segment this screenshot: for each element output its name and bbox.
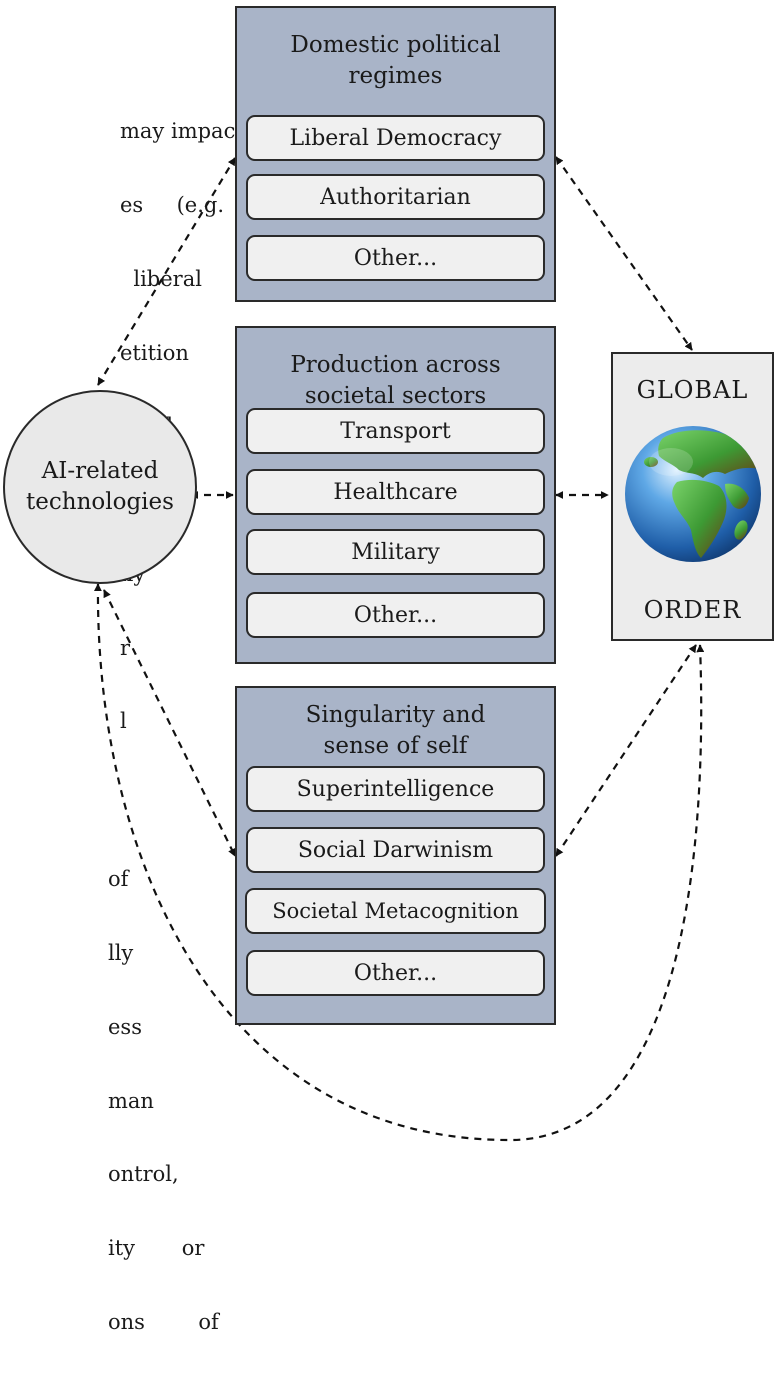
link-domestic-global [555, 156, 693, 351]
item-liberal-democracy: Liberal Democracy [246, 115, 545, 161]
item-other: Other... [246, 950, 545, 996]
group-title: Singularity and sense of self [305, 702, 486, 759]
text-line: es (e.g. [120, 192, 224, 217]
text-line: etition [120, 340, 189, 365]
global-order-node: GLOBAL [611, 352, 774, 641]
item-other: Other... [246, 592, 545, 638]
item-social-darwinism: Social Darwinism [246, 827, 545, 873]
item-authoritarian: Authoritarian [246, 174, 545, 220]
item-military: Military [246, 529, 545, 575]
text-line: man [108, 1088, 154, 1113]
link-singularity-global [555, 644, 697, 857]
global-label: GLOBAL [636, 376, 749, 404]
link-ai-singularity [103, 589, 236, 857]
item-societal-metacognition: Societal Metacognition [245, 888, 546, 934]
text-line: r [120, 635, 131, 660]
text-line: ity or [108, 1236, 205, 1261]
item-healthcare: Healthcare [246, 469, 545, 515]
text-line: ess [108, 1014, 142, 1039]
text-line: may impact [120, 119, 244, 144]
group-title: Domestic political regimes [290, 32, 501, 89]
link-ai-domestic [97, 157, 236, 386]
domestic-regimes-group: Domestic political regimes Liberal Democ… [235, 6, 556, 302]
ai-node-label: AI-related technologies [26, 458, 174, 515]
globe-icon [625, 426, 761, 562]
text-line: liberal [120, 266, 202, 291]
text-line: ons of [108, 1309, 219, 1334]
background-text-bottom: of lly ess man ontrol, ity or ons of [108, 818, 219, 1384]
singularity-group: Singularity and sense of self Superintel… [235, 686, 556, 1025]
ai-technologies-node: AI-related technologies [3, 390, 197, 584]
text-line: lly [108, 940, 134, 965]
text-line: l [120, 709, 127, 734]
text-line: of [108, 867, 129, 892]
item-other: Other... [246, 235, 545, 281]
item-superintelligence: Superintelligence [246, 766, 545, 812]
diagram-canvas: may impact es (e.g. liberal etition I wi… [3, 6, 774, 1334]
connector-layer [93, 156, 705, 1142]
text-line: ontrol, [108, 1162, 179, 1187]
item-transport: Transport [246, 408, 545, 454]
production-sectors-group: Production across societal sectors Trans… [235, 326, 556, 664]
group-title: Production across societal sectors [290, 352, 501, 409]
order-label: ORDER [643, 596, 742, 624]
